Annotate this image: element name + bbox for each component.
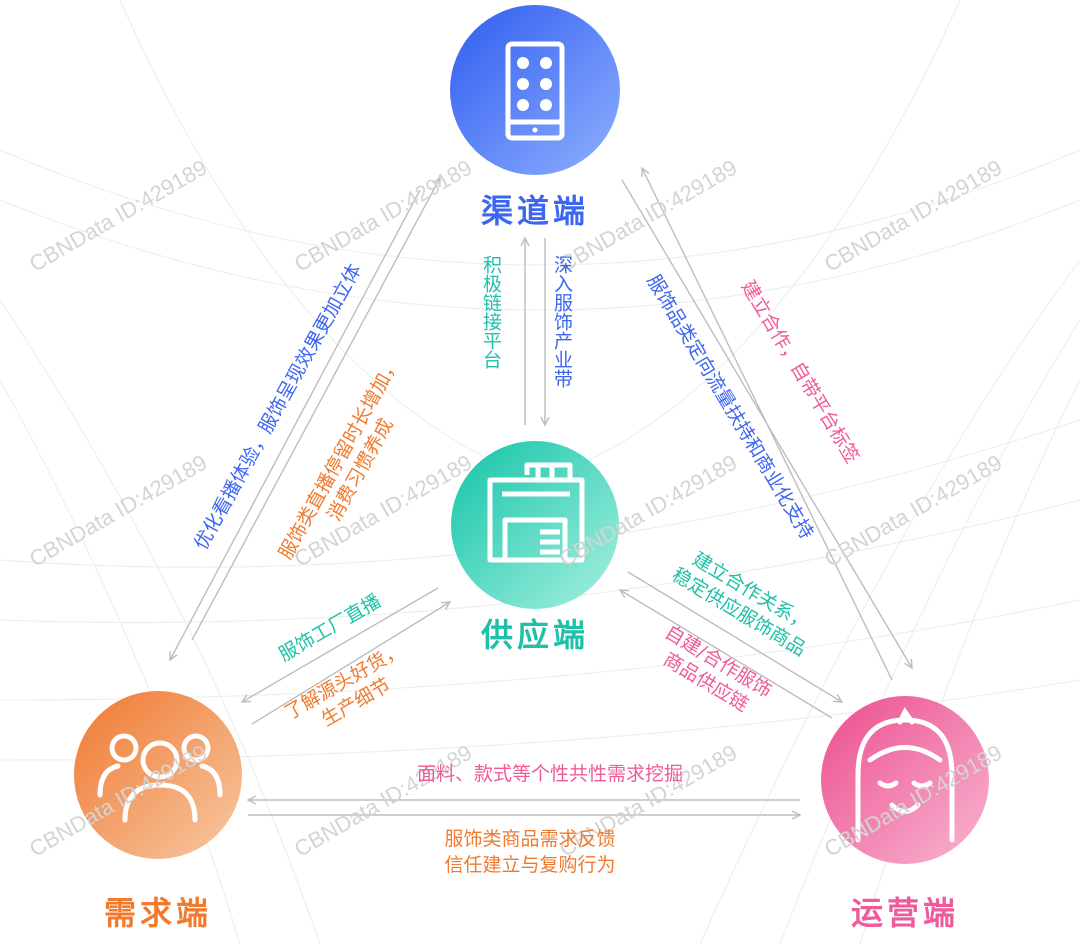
edge-label-channel-to-supply: 深入服饰产业带	[551, 255, 573, 388]
arrows	[170, 168, 912, 815]
people-icon	[97, 733, 223, 823]
channel-title: 渠道端	[480, 192, 589, 230]
demand-title: 需求端	[103, 894, 212, 932]
edge-label-supply-to-channel: 积极链接平台	[480, 255, 502, 369]
arrow-channel-to-demand	[170, 189, 421, 660]
supply-node	[451, 441, 619, 609]
supply-title: 供应端	[480, 616, 589, 654]
channel-node	[450, 5, 620, 175]
operation-title: 运营端	[850, 894, 959, 932]
arrow-operation-to-channel	[642, 168, 893, 681]
arrow-operation-to-supply	[620, 590, 833, 719]
girl-icon	[855, 707, 955, 843]
arrow-demand-to-channel	[191, 178, 440, 641]
arrow-supply-to-demand	[242, 587, 439, 702]
edge-label-operation-to-demand: 面料、款式等个性共性需求挖掘	[416, 763, 683, 785]
arrow-demand-to-supply	[251, 602, 450, 725]
arrow-supply-to-operation	[627, 571, 842, 702]
edge-label-line: 服饰类商品需求反馈	[444, 828, 616, 850]
factory-icon	[487, 462, 585, 563]
demand-node	[74, 691, 242, 859]
operation-node	[821, 696, 989, 864]
edge-label-demand-to-operation: 服饰类商品需求反馈 信任建立与复购行为	[380, 826, 680, 878]
phone-icon	[505, 41, 565, 141]
edge-label-line: 信任建立与复购行为	[444, 854, 616, 876]
